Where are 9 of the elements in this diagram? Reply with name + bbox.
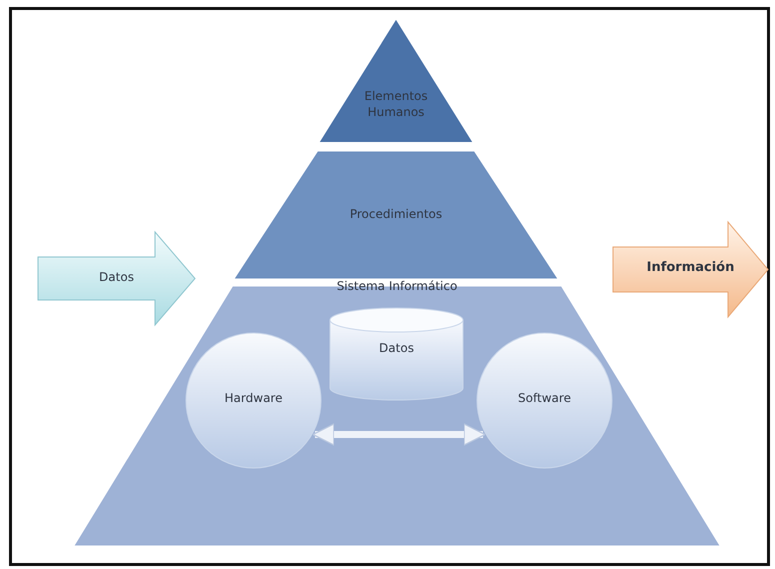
double-arrow (312, 423, 486, 446)
node-label: Datos (378, 340, 415, 356)
node-label: Datos (98, 269, 135, 286)
node-label: Sistema Informático (336, 278, 458, 294)
node-label: Procedimientos (348, 206, 444, 222)
node-label: Hardware (224, 390, 284, 406)
node-label: Información (646, 259, 736, 277)
node-label: Software (517, 390, 572, 406)
node-label: Elementos Humanos (363, 88, 429, 120)
